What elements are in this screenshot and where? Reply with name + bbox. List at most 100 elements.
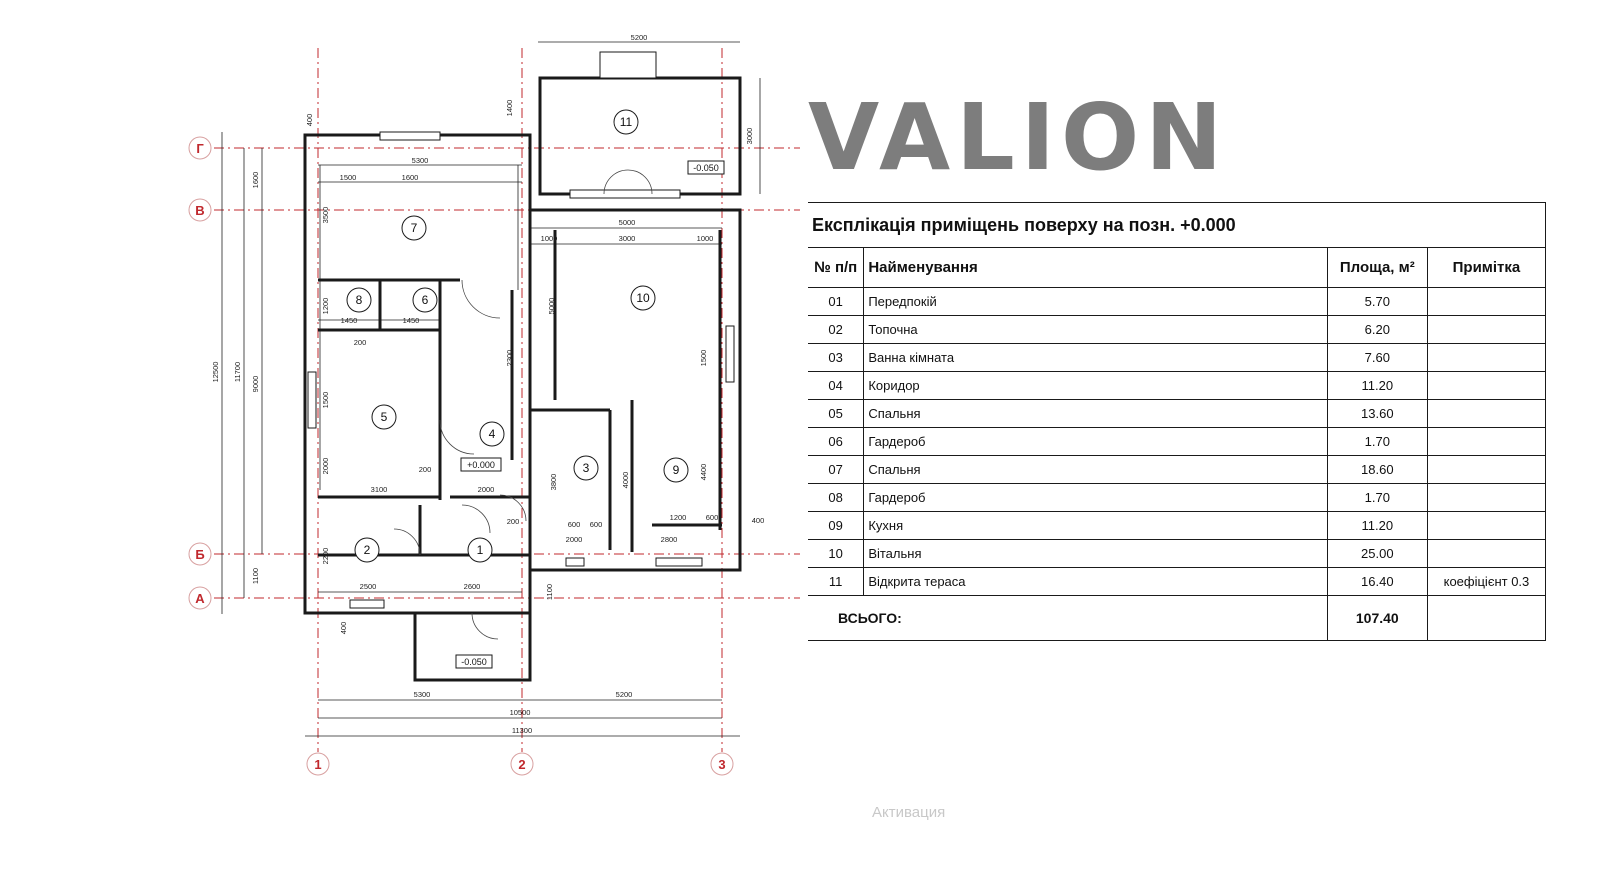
cell-note bbox=[1426, 455, 1547, 484]
cell-num: 03 bbox=[808, 343, 865, 372]
cell-num: 07 bbox=[808, 455, 865, 484]
dim-inner-200a: 200 bbox=[354, 338, 367, 347]
dim-left-12500: 12500 bbox=[211, 362, 220, 383]
dim-top-1000b: 1000 bbox=[697, 234, 714, 243]
dim-inner-1450a: 1450 bbox=[341, 316, 358, 325]
dim-bottom-10500: 10500 bbox=[510, 708, 531, 717]
room-number-2: 2 bbox=[364, 543, 371, 557]
explication-title-row: Експлікація приміщень поверху на позн. +… bbox=[808, 202, 1546, 248]
cell-note bbox=[1426, 399, 1547, 428]
dim-inner-600c: 600 bbox=[706, 513, 719, 522]
dim-inner-600a: 600 bbox=[568, 520, 581, 529]
dim-inner-2000b: 2000 bbox=[566, 535, 583, 544]
axis-label-a: А bbox=[195, 591, 205, 606]
door-swings bbox=[393, 169, 653, 640]
dim-bottom-2500: 2500 bbox=[360, 582, 377, 591]
cell-num: 08 bbox=[808, 483, 865, 512]
level-marks bbox=[455, 160, 725, 669]
cell-area: 1.70 bbox=[1326, 483, 1428, 512]
dim-top-1500: 1500 bbox=[340, 173, 357, 182]
cell-note bbox=[1426, 539, 1547, 568]
cell-area: 7.60 bbox=[1326, 343, 1428, 372]
floor-plan-drawing: Г В Б А 1 2 3 bbox=[188, 33, 800, 776]
cell-name: Спальня bbox=[863, 399, 1328, 428]
level-label-terrace: -0.050 bbox=[693, 163, 719, 173]
room-number-4: 4 bbox=[489, 427, 496, 441]
dimension-numbers: 5200 5300 1500 1600 5000 1000 3000 1000 … bbox=[340, 33, 765, 735]
dim-inner-1100: 1100 bbox=[545, 584, 554, 600]
total-value: 107.40 bbox=[1326, 595, 1428, 641]
dim-top-5300: 5300 bbox=[412, 156, 429, 165]
brand-logo: VALION bbox=[808, 84, 1229, 191]
level-label-porch: -0.050 bbox=[461, 657, 487, 667]
cell-note bbox=[1426, 483, 1547, 512]
dim-inner-1200: 1200 bbox=[670, 513, 687, 522]
dim-bottom-5300: 5300 bbox=[414, 690, 431, 699]
axis-lines bbox=[214, 48, 800, 752]
cell-name: Кухня bbox=[863, 511, 1328, 540]
dim-inner-200b: 200 bbox=[419, 465, 432, 474]
cell-area: 16.40 bbox=[1326, 567, 1428, 596]
dimension-numbers-vertical: 12500 11700 9000 1600 1100 400 400 3500 … bbox=[211, 100, 754, 635]
dim-inner-4400: 4400 bbox=[699, 464, 708, 481]
room-bubbles bbox=[346, 109, 689, 563]
room-number-9: 9 bbox=[673, 463, 680, 477]
dim-left-1200: 1200 bbox=[321, 298, 330, 315]
cell-num: 04 bbox=[808, 371, 865, 400]
explication-title: Експлікація приміщень поверху на позн. +… bbox=[808, 202, 1546, 248]
dim-top-5200: 5200 bbox=[631, 33, 648, 42]
room-number-11: 11 bbox=[620, 115, 633, 129]
cell-note bbox=[1426, 343, 1547, 372]
dim-inner-1450b: 1450 bbox=[403, 316, 420, 325]
axis-label-1: 1 bbox=[314, 757, 321, 772]
cell-name: Відкрита тераса bbox=[863, 567, 1328, 596]
cell-name: Вітальня bbox=[863, 539, 1328, 568]
cell-name: Ванна кімната bbox=[863, 343, 1328, 372]
cell-area: 11.20 bbox=[1326, 511, 1428, 540]
dim-inner-4000: 4000 bbox=[621, 472, 630, 489]
header-note: Примітка bbox=[1426, 247, 1547, 288]
room-number-8: 8 bbox=[356, 293, 363, 307]
header-name: Найменування bbox=[863, 247, 1328, 288]
cell-note bbox=[1426, 315, 1547, 344]
axis-label-3: 3 bbox=[718, 757, 725, 772]
dim-left-2000: 2000 bbox=[321, 458, 330, 475]
axis-label-v: В bbox=[195, 203, 204, 218]
cell-area: 13.60 bbox=[1326, 399, 1428, 428]
axis-labels: Г В Б А 1 2 3 bbox=[195, 141, 725, 772]
dim-left-11700: 11700 bbox=[233, 362, 242, 382]
dim-inner-2000a: 2000 bbox=[478, 485, 495, 494]
dimension-lines bbox=[221, 41, 761, 737]
cell-area: 25.00 bbox=[1326, 539, 1428, 568]
explication-header-row: № п/п Найменування Площа, м² Примітка bbox=[808, 247, 1547, 288]
dim-top-5000: 5000 bbox=[619, 218, 636, 227]
axis-bubbles bbox=[188, 136, 734, 776]
axis-label-2: 2 bbox=[518, 757, 525, 772]
cell-name: Гардероб bbox=[863, 427, 1328, 456]
cell-note bbox=[1426, 371, 1547, 400]
dim-inner-5000: 5000 bbox=[547, 298, 556, 315]
header-area: Площа, м² bbox=[1326, 247, 1428, 288]
room-number-1: 1 bbox=[477, 543, 484, 557]
total-label: ВСЬОГО: bbox=[808, 595, 1328, 641]
cell-area: 1.70 bbox=[1326, 427, 1428, 456]
cell-note: коефіцієнт 0.3 bbox=[1426, 567, 1547, 596]
windows bbox=[307, 51, 735, 609]
header-num: № п/п bbox=[808, 247, 865, 288]
cell-note bbox=[1426, 427, 1547, 456]
cell-name: Коридор bbox=[863, 371, 1328, 400]
level-label-main: +0.000 bbox=[467, 460, 495, 470]
dim-left-1500: 1500 bbox=[321, 392, 330, 409]
dim-top-3000: 3000 bbox=[619, 234, 636, 243]
level-labels: +0.000 -0.050 -0.050 bbox=[461, 163, 719, 667]
cell-name: Спальня bbox=[863, 455, 1328, 484]
cell-num: 01 bbox=[808, 287, 865, 316]
